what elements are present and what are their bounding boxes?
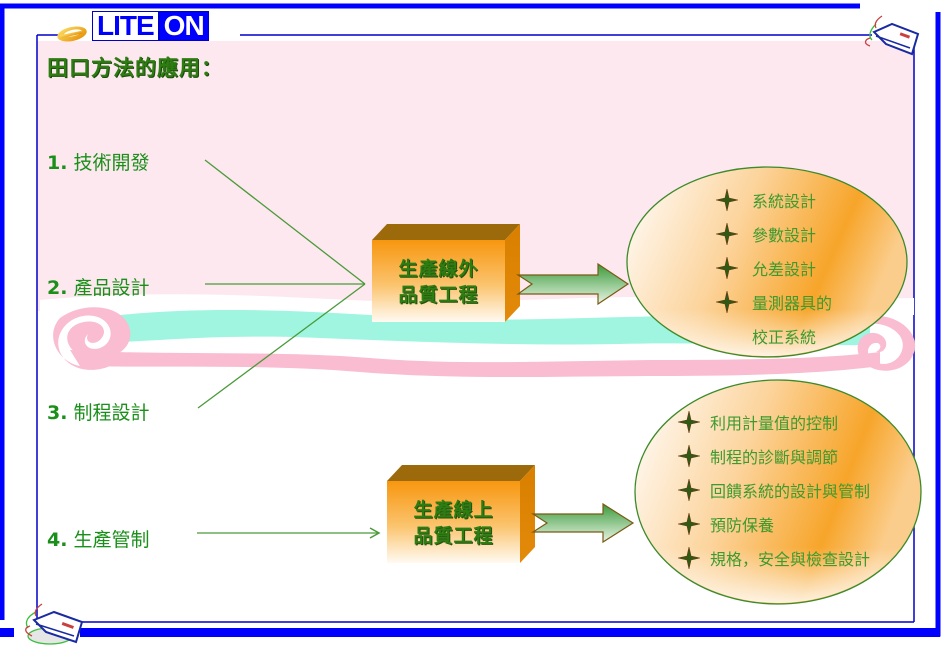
list-item-continuation: 校正系統 bbox=[716, 319, 832, 353]
list-item: 利用計量值的控制 bbox=[678, 405, 870, 439]
printer-cd-icon bbox=[864, 15, 920, 56]
four-point-star-icon bbox=[678, 513, 700, 535]
input-number: 2. bbox=[47, 277, 68, 299]
ellipse-1-list: 系統設計 參數設計 允差設計 量測器具的 校正系統 bbox=[716, 183, 832, 353]
ellipse-2-list: 利用計量值的控制 制程的診斷與調節 回饋系統的設計與管制 預防保養 規格，安全與… bbox=[678, 405, 870, 575]
list-item-text: 預防保養 bbox=[710, 516, 775, 535]
input-label-2: 2. 產品設計 bbox=[47, 273, 150, 300]
input-text: 制程設計 bbox=[73, 402, 150, 424]
logo-text-on: ON bbox=[158, 11, 209, 41]
list-item: 允差設計 bbox=[716, 251, 832, 285]
four-point-star-icon bbox=[716, 257, 738, 279]
box-line-2: 品質工程 bbox=[413, 525, 494, 547]
page-title: 田口方法的應用： bbox=[47, 56, 223, 80]
input-label-1: 1. 技術開發 bbox=[47, 148, 150, 175]
ellipse-offline-methods bbox=[626, 166, 908, 358]
input-text: 產品設計 bbox=[73, 277, 150, 299]
list-item-text: 回饋系統的設計與管制 bbox=[710, 482, 871, 501]
list-item: 預防保養 bbox=[678, 507, 870, 541]
input-number: 3. bbox=[47, 402, 68, 424]
list-item-text: 校正系統 bbox=[752, 328, 817, 347]
list-item: 規格，安全與檢查設計 bbox=[678, 541, 870, 575]
input-label-4: 4. 生產管制 bbox=[47, 525, 150, 552]
list-item-text: 制程的診斷與調節 bbox=[710, 448, 839, 467]
four-point-star-icon bbox=[716, 223, 738, 245]
list-item: 回饋系統的設計與管制 bbox=[678, 473, 870, 507]
four-point-star-icon bbox=[678, 547, 700, 569]
block-arrow-1 bbox=[515, 262, 630, 306]
list-item-text: 允差設計 bbox=[752, 260, 817, 279]
box-2-label: 生產線上 品質工程 bbox=[387, 497, 520, 549]
list-item-text: 系統設計 bbox=[752, 192, 817, 211]
ellipse-online-methods bbox=[634, 379, 922, 605]
list-item: 系統設計 bbox=[716, 183, 832, 217]
input-text: 技術開發 bbox=[73, 152, 150, 174]
input-number: 4. bbox=[47, 529, 68, 551]
box-online-quality bbox=[387, 465, 535, 563]
list-item-text: 利用計量值的控制 bbox=[710, 414, 839, 433]
list-item-text: 量測器具的 bbox=[752, 294, 833, 313]
four-point-star-icon bbox=[678, 445, 700, 467]
input-text: 生產管制 bbox=[73, 529, 150, 551]
four-point-star-icon bbox=[716, 189, 738, 211]
printer-cd-icon-bottom bbox=[25, 603, 84, 645]
box-1-label: 生產線外 品質工程 bbox=[372, 256, 505, 308]
input-number: 1. bbox=[47, 152, 68, 174]
connector-lines bbox=[197, 159, 381, 539]
box-line-2: 品質工程 bbox=[398, 284, 479, 306]
block-arrow-2 bbox=[530, 502, 635, 544]
list-item-text: 規格，安全與檢查設計 bbox=[710, 550, 871, 569]
input-label-3: 3. 制程設計 bbox=[47, 398, 150, 425]
box-offline-quality bbox=[372, 224, 520, 322]
box-line-1: 生產線上 bbox=[413, 499, 494, 521]
four-point-star-icon bbox=[678, 411, 700, 433]
logo-text-lite: LITE bbox=[92, 11, 159, 41]
four-point-star-icon bbox=[716, 291, 738, 313]
list-item: 參數設計 bbox=[716, 217, 832, 251]
list-item: 制程的診斷與調節 bbox=[678, 439, 870, 473]
list-item: 量測器具的 bbox=[716, 285, 832, 319]
e-logo-icon bbox=[57, 26, 87, 42]
four-point-star-icon bbox=[678, 479, 700, 501]
list-item-text: 參數設計 bbox=[752, 226, 817, 245]
box-line-1: 生產線外 bbox=[398, 258, 479, 280]
